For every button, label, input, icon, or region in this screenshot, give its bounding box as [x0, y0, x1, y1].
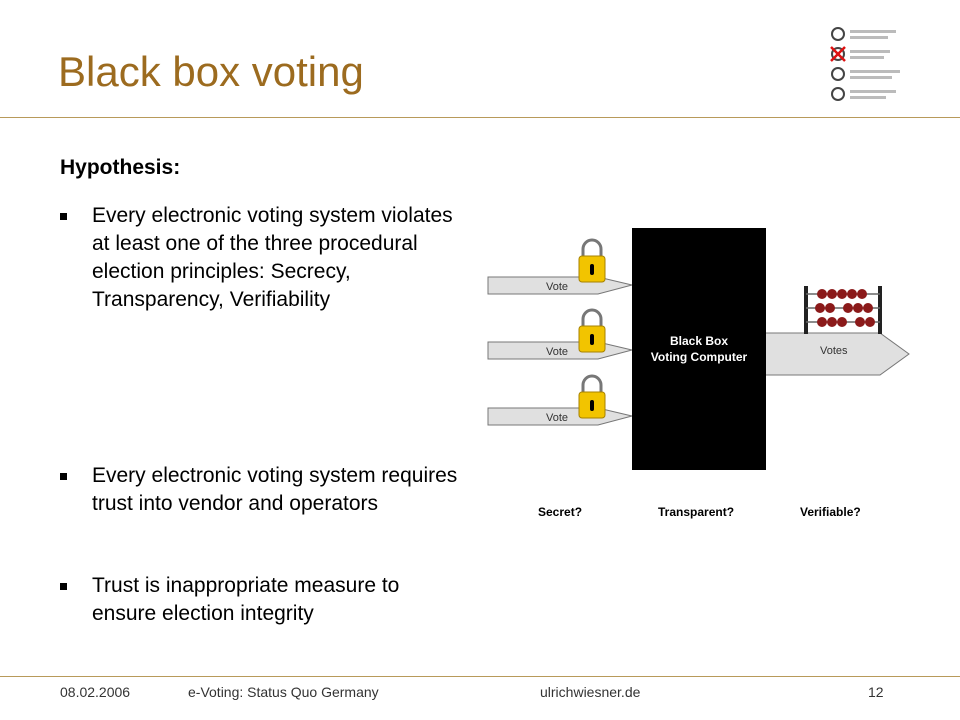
bullet-square-icon: [60, 213, 67, 220]
bullet-text: Every electronic voting system violates …: [92, 204, 453, 311]
footer-website: ulrichwiesner.de: [540, 684, 641, 700]
black-box-diagram: Vote Vote Vote Votes Black Box Voting Co…: [487, 228, 910, 519]
ballot-checklist-icon: [830, 27, 900, 101]
padlock-icon: [578, 308, 606, 353]
question-secret: Secret?: [538, 505, 582, 519]
bullet-square-icon: [60, 473, 67, 480]
question-transparent: Transparent?: [658, 505, 734, 519]
bullet-square-icon: [60, 583, 67, 590]
votes-label: Votes: [820, 345, 848, 357]
question-verifiable: Verifiable?: [800, 505, 861, 519]
page-number: 12: [868, 684, 884, 700]
vote-arrow: Vote: [487, 341, 633, 360]
black-box-label-line2: Voting Computer: [651, 350, 748, 364]
page-title: Black box voting: [58, 48, 364, 95]
vote-label: Vote: [546, 412, 568, 424]
votes-output-arrow: Votes: [763, 332, 910, 376]
bullet-item: Every electronic voting system requires …: [60, 462, 460, 518]
black-box: [632, 228, 766, 470]
bullet-text: Trust is inappropriate measure to ensure…: [92, 574, 400, 625]
bullet-item: Every electronic voting system violates …: [60, 202, 460, 314]
title-divider: [0, 117, 960, 118]
footer-presentation-title: e-Voting: Status Quo Germany: [188, 684, 379, 700]
vote-arrow: Vote: [487, 276, 633, 295]
footer-date: 08.02.2006: [60, 684, 131, 700]
padlock-icon: [578, 238, 606, 283]
hypothesis-heading: Hypothesis:: [60, 156, 181, 179]
abacus-icon: [804, 286, 882, 334]
bullet-text: Every electronic voting system requires …: [92, 464, 458, 515]
vote-label: Vote: [546, 281, 568, 293]
black-box-label-line1: Black Box: [670, 334, 728, 348]
footer-divider: [0, 676, 960, 677]
vote-label: Vote: [546, 346, 568, 358]
bullet-item: Trust is inappropriate measure to ensure…: [60, 572, 460, 628]
padlock-icon: [578, 374, 606, 419]
vote-arrow: Vote: [487, 407, 633, 426]
